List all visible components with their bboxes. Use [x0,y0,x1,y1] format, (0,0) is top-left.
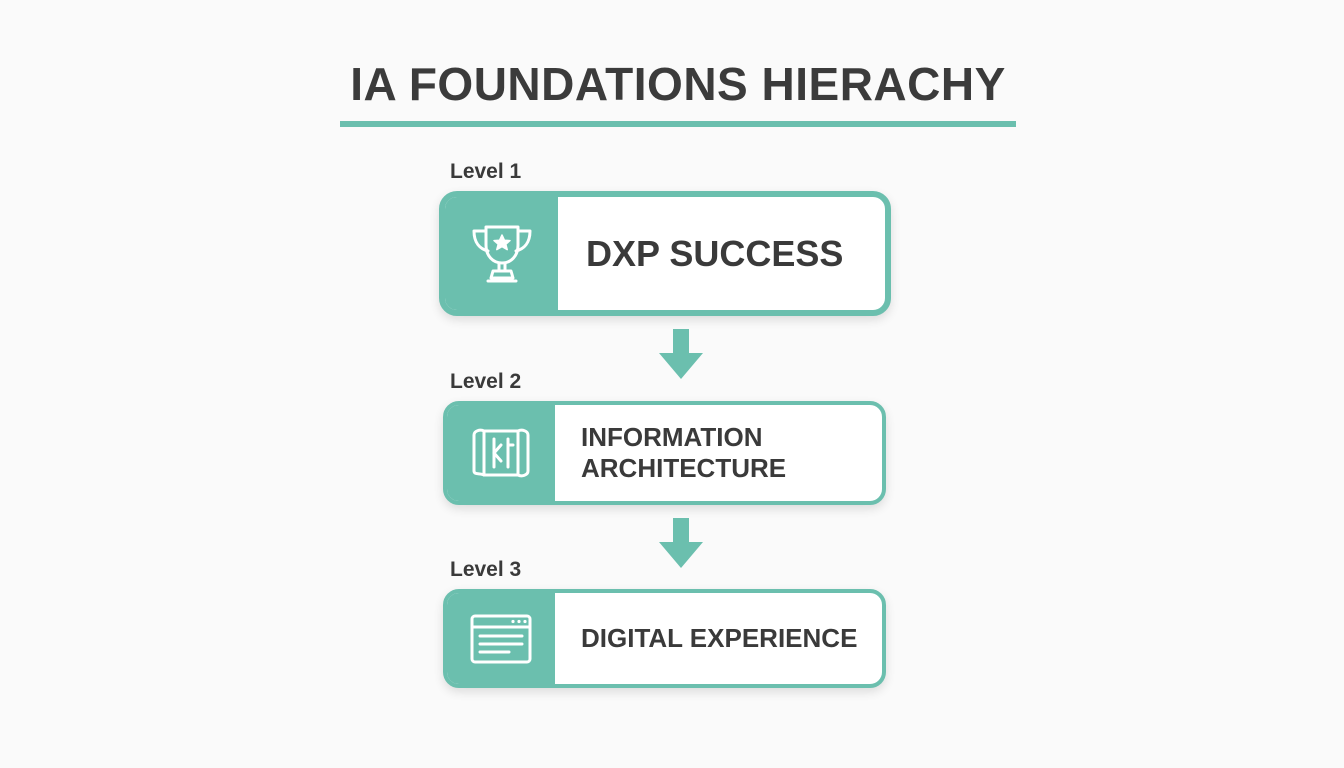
down-arrow-1 [659,329,703,379]
trophy-icon [472,225,531,282]
level-3-icon-panel [447,593,555,684]
level-3-card: DIGITAL EXPERIENCE [443,589,886,688]
title-underline [340,121,1016,127]
level-1-card: DXP SUCCESS [439,191,891,316]
level-3-label: Level 3 [450,558,522,581]
level-2-icon-panel [447,405,555,501]
level-1-text: DXP SUCCESS [586,232,844,274]
browser-window-icon [470,614,532,663]
down-arrow-2 [659,518,703,568]
page-title: IA FOUNDATIONS HIERACHY [350,58,1006,110]
level-2-text-line-1: INFORMATION [581,422,763,452]
level-2-text-line-2: ARCHITECTURE [581,453,787,483]
map-icon [472,428,530,478]
level-2-card: INFORMATION ARCHITECTURE [443,401,886,505]
level-1-label: Level 1 [450,160,522,183]
level-2-text: INFORMATION ARCHITECTURE [555,405,882,501]
level-2-label: Level 2 [450,370,522,393]
level-3-text: DIGITAL EXPERIENCE [581,623,858,653]
level-1-icon-panel [445,197,558,310]
